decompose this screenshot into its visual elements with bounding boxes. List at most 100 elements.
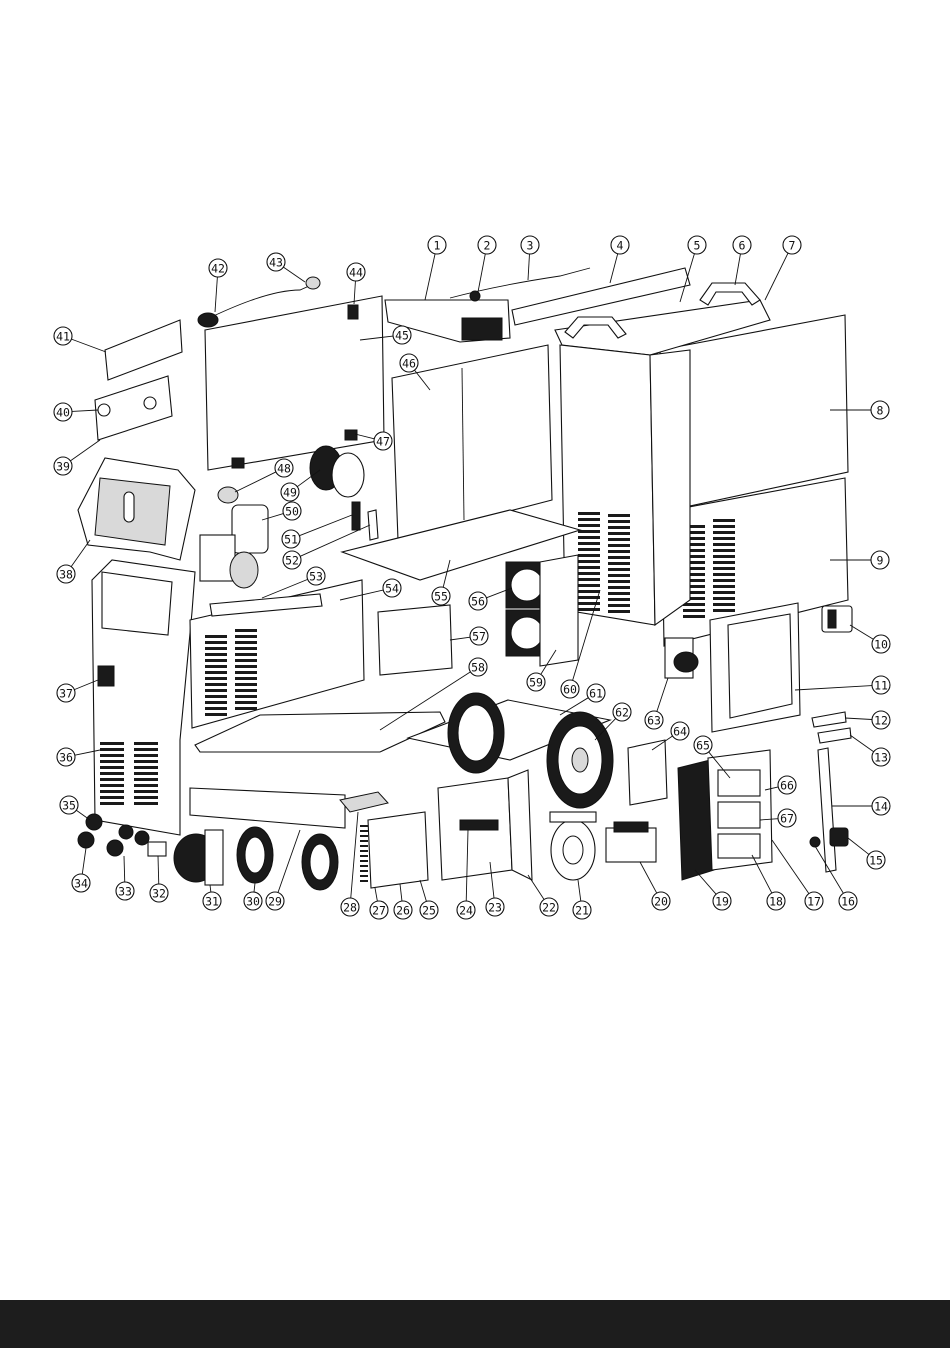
callout-37: 37 — [57, 680, 98, 702]
front-panel — [92, 560, 195, 835]
callout-number-29: 29 — [268, 895, 282, 909]
callout-number-18: 18 — [769, 895, 783, 909]
callout-4: 4 — [610, 236, 629, 283]
callout-number-27: 27 — [372, 904, 386, 918]
leader-line-22 — [528, 875, 544, 899]
callout-number-55: 55 — [434, 590, 448, 604]
callout-number-57: 57 — [472, 630, 486, 644]
callout-number-42: 42 — [211, 262, 225, 276]
callout-number-65: 65 — [696, 739, 710, 753]
callout-number-26: 26 — [396, 904, 410, 918]
callout-number-44: 44 — [349, 266, 363, 280]
callout-number-22: 22 — [542, 901, 556, 915]
callout-36: 36 — [57, 748, 100, 766]
callout-number-24: 24 — [459, 904, 473, 918]
leader-line-12 — [845, 718, 872, 720]
callout-39: 39 — [54, 440, 100, 475]
leader-line-32 — [158, 856, 159, 884]
callout-1: 1 — [425, 236, 446, 300]
callout-35: 35 — [60, 796, 90, 820]
callout-number-64: 64 — [673, 725, 687, 739]
callout-34: 34 — [72, 848, 90, 892]
bus-bar-a — [812, 712, 846, 727]
leader-line-21 — [578, 880, 581, 901]
leader-line-34 — [82, 848, 86, 874]
callout-number-19: 19 — [715, 895, 729, 909]
callout-14: 14 — [832, 797, 890, 815]
callout-10: 10 — [850, 625, 890, 653]
callout-number-30: 30 — [246, 895, 260, 909]
callout-57: 57 — [450, 627, 488, 645]
callout-number-17: 17 — [807, 895, 821, 909]
long-bus-bar — [818, 748, 836, 872]
callout-number-4: 4 — [617, 239, 624, 253]
cable-plug — [306, 277, 320, 289]
callout-number-38: 38 — [59, 568, 73, 582]
power-switch — [822, 606, 852, 632]
callout-20: 20 — [640, 862, 670, 910]
rear-plate — [710, 603, 800, 732]
callout-number-32: 32 — [152, 887, 166, 901]
leader-line-27 — [375, 888, 377, 901]
callout-44: 44 — [347, 263, 365, 304]
callout-number-54: 54 — [385, 582, 399, 596]
callout-number-39: 39 — [56, 460, 70, 474]
leader-line-39 — [70, 440, 100, 461]
callout-7: 7 — [765, 236, 801, 300]
callout-number-11: 11 — [874, 679, 888, 693]
callout-number-62: 62 — [615, 706, 629, 720]
leader-line-38 — [71, 540, 90, 567]
callout-26: 26 — [394, 884, 412, 919]
leader-line-31 — [210, 885, 211, 892]
callout-number-10: 10 — [874, 638, 888, 652]
insulation-block — [340, 792, 388, 812]
callout-number-40: 40 — [56, 406, 70, 420]
leader-line-7 — [765, 253, 788, 300]
callout-13: 13 — [850, 735, 890, 766]
callout-number-63: 63 — [647, 714, 661, 728]
callout-number-1: 1 — [434, 239, 441, 253]
leader-line-41 — [71, 339, 106, 352]
leader-line-2 — [478, 254, 485, 292]
leader-line-26 — [400, 884, 402, 901]
callout-number-61: 61 — [589, 687, 603, 701]
callout-3: 3 — [521, 236, 539, 280]
inductor-coil — [174, 830, 223, 885]
callout-number-2: 2 — [484, 239, 491, 253]
heatsink-board — [360, 812, 428, 888]
callout-41: 41 — [54, 327, 106, 352]
callout-19: 19 — [695, 870, 731, 910]
top-handle — [700, 283, 760, 305]
leader-line-35 — [76, 810, 90, 820]
leader-line-19 — [695, 870, 716, 894]
hinged-panel — [205, 296, 384, 470]
leader-line-63 — [657, 678, 668, 711]
leader-line-3 — [528, 254, 529, 280]
exploded-parts-diagram: 1234567891011121314151617181920212223242… — [0, 0, 950, 1300]
callout-38: 38 — [57, 540, 90, 583]
callout-number-48: 48 — [277, 462, 291, 476]
mounting-plate — [438, 770, 532, 880]
callout-number-12: 12 — [874, 714, 888, 728]
callout-number-67: 67 — [780, 812, 794, 826]
callout-number-23: 23 — [488, 901, 502, 915]
leader-line-13 — [850, 735, 874, 752]
callout-number-46: 46 — [402, 357, 416, 371]
callout-number-41: 41 — [56, 330, 70, 344]
cooling-fans — [506, 555, 578, 666]
callout-33: 33 — [116, 856, 134, 900]
callout-number-51: 51 — [284, 533, 298, 547]
callout-number-60: 60 — [563, 683, 577, 697]
callout-number-20: 20 — [654, 895, 668, 909]
leader-line-42 — [215, 277, 217, 312]
callout-number-3: 3 — [527, 239, 534, 253]
callout-22: 22 — [528, 875, 558, 916]
blower — [550, 812, 596, 880]
callout-number-6: 6 — [739, 239, 746, 253]
callout-number-15: 15 — [869, 854, 883, 868]
leader-line-17 — [772, 840, 809, 894]
callout-12: 12 — [845, 711, 890, 729]
callout-15: 15 — [848, 838, 885, 869]
leader-line-43 — [283, 267, 305, 282]
leader-line-48 — [235, 472, 276, 492]
